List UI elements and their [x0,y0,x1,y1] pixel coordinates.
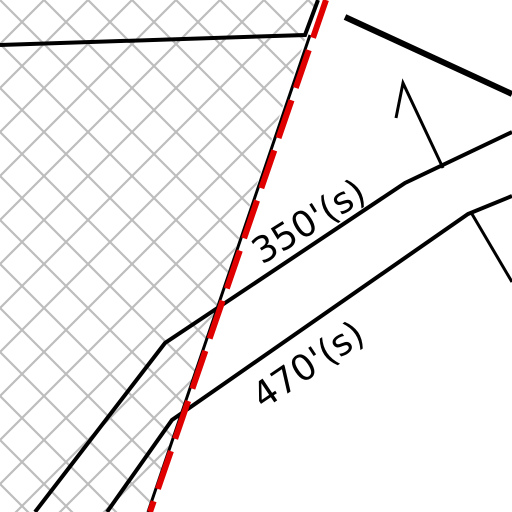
right-diagonal-line [470,213,512,283]
top-road-line [0,0,320,47]
road-label-470: 470'(s) [245,313,372,417]
lower-road-line [105,194,512,512]
boundary-dashed-line [147,0,329,512]
small-arrow-line [394,78,445,169]
top-right-thick-line [343,14,512,97]
upper-road-line [33,130,512,512]
